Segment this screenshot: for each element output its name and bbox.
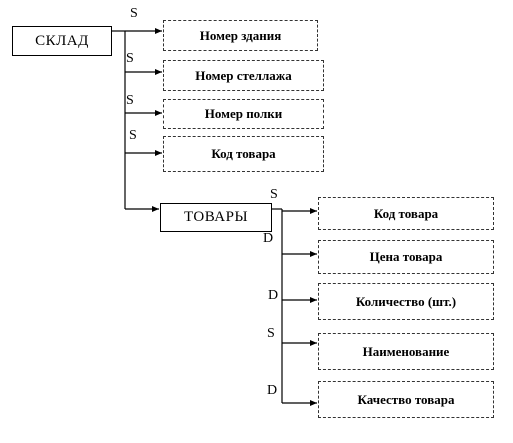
child-attr-label: Код товара (373, 205, 439, 221)
root-link-type: S (129, 128, 137, 143)
root-link-type: S (130, 6, 138, 21)
entity-sklad: СКЛАД (12, 26, 112, 56)
child-attr-box: Код товара (318, 197, 494, 230)
child-attr-box: Наименование (318, 333, 494, 370)
root-link-type: S (126, 93, 134, 108)
entity-tovary: ТОВАРЫ (160, 203, 272, 232)
child-link-type: S (267, 326, 275, 341)
root-attr-label: Номер полки (204, 106, 283, 121)
entity-sklad-label: СКЛАД (35, 32, 89, 49)
root-attr-label: Номер стеллажа (195, 67, 292, 83)
root-attr-box: Номер стеллажа (163, 60, 324, 91)
root-link-type: S (126, 51, 134, 66)
child-attr-box: Количество (шт.) (318, 283, 494, 320)
child-attr-label: Количество (шт.) (355, 293, 457, 309)
child-link-type: D (267, 383, 278, 398)
child-attr-label: Цена товара (369, 249, 443, 264)
child-link-type: D (268, 288, 279, 303)
child-attr-box: Качество товара (318, 381, 494, 418)
child-attr-box: Цена товара (318, 240, 494, 274)
root-attr-label: Номер здания (199, 27, 282, 43)
root-attr-box: Номер здания (163, 20, 318, 51)
child-attr-label: Наименование (362, 343, 450, 359)
child-link-type: S (270, 187, 278, 202)
child-attr-label: Качество товара (357, 391, 455, 407)
entity-tovary-label: ТОВАРЫ (183, 209, 249, 225)
child-link-type: D (263, 231, 274, 246)
root-attr-box: Код товара (163, 136, 324, 172)
root-attr-label: Код товара (211, 146, 276, 161)
root-attr-box: Номер полки (163, 99, 324, 129)
